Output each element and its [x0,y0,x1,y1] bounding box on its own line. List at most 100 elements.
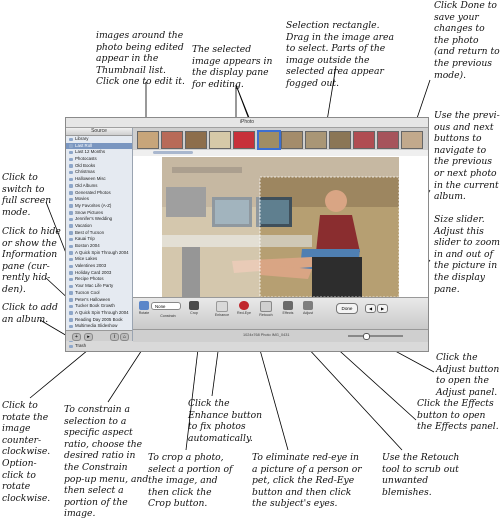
size-slider[interactable] [348,333,403,340]
thumbnail[interactable] [401,131,423,149]
sidebar-item-label: Snow Pictures [75,209,104,215]
sidebar-item-label: Your Mac Life Party [75,283,114,289]
sidebar-item-label: Vacation [75,222,92,228]
annotation-info-pane: Click to hide or show the Information pa… [2,226,61,295]
sidebar-item[interactable]: Reading Day 2005 Book [66,317,132,324]
display-pane[interactable] [133,156,428,297]
thumbnail-selected[interactable] [257,130,281,150]
annotation-prev-next: Use the previ-ous and next buttons to na… [434,110,500,203]
album-icon [69,237,73,242]
full-screen-button[interactable]: ⌂ [120,333,129,341]
thumbnail[interactable] [137,131,159,149]
crop-button[interactable]: Crop [183,301,205,315]
album-icon [69,144,73,148]
sidebar-item-label: Tucker Book Growth [75,303,115,309]
size-slider-thumb[interactable] [363,333,370,340]
sidebar-item[interactable]: Valentines 2003 [66,263,132,270]
sidebar-item[interactable]: Snow Pictures [66,210,132,217]
window-title: iPhoto [239,119,255,125]
sidebar-item-label: Trash [75,343,87,349]
thumbnail[interactable] [161,131,183,149]
annotation-full-screen: Click to switch to full screen mode. [2,172,52,218]
constrain-label: Constrain [160,314,176,318]
sidebar-item[interactable]: Kauai Trip [66,236,132,243]
album-icon [69,344,73,349]
rotate-button[interactable]: Rotate [133,301,155,315]
sidebar-item-label: Last Roll [75,142,93,148]
annotation-done-button: Click Done to save your changes to the p… [434,0,500,81]
sidebar-item[interactable]: Old Books [66,163,132,170]
album-icon [69,251,73,255]
sidebar-item[interactable]: Boston 2004 [66,243,132,250]
annotation-effects: Click the Effects button to open the Eff… [417,398,499,433]
status-bar: 1024x768 Photo IMG_0431 [133,329,428,342]
sidebar-item[interactable]: A Quick Spin Through 2004 [66,310,132,317]
sidebar-item-label: Peter's Halloween [75,296,111,302]
sidebar-item[interactable]: Multimedia Slideshow [66,323,132,330]
next-photo-button[interactable]: ▶ [377,304,388,313]
sidebar-item[interactable]: My Favorites (A-Z) [66,203,132,210]
sidebar-item-label: Tucson Cool [75,289,100,295]
sidebar-item[interactable]: Tucker Book Growth [66,303,132,310]
sidebar-item[interactable]: Jennifer's Wedding [66,216,132,223]
sidebar-item[interactable]: Last 12 Months [66,149,132,156]
thumbnail[interactable] [209,131,231,149]
effects-button[interactable]: Effects [277,301,299,315]
sidebar-item[interactable]: Vacation [66,223,132,230]
thumbnail[interactable] [233,131,255,149]
album-icon [69,164,73,168]
album-icon [69,231,73,235]
sidebar-item[interactable]: Trash [66,343,132,350]
previous-photo-button[interactable]: ◀ [365,304,376,313]
album-icon [69,318,73,322]
enhance-button[interactable]: Enhance [211,301,233,317]
sidebar-item[interactable]: Generated Photos [66,190,132,197]
thumbnail[interactable] [305,131,327,149]
selection-fog [162,157,399,297]
sidebar-item[interactable]: Best of Tucson [66,230,132,237]
thumbnail[interactable] [329,131,351,149]
sidebar-item[interactable]: Peter's Halloween [66,297,132,304]
sidebar-item[interactable]: Library [66,136,132,143]
album-icon [69,244,73,248]
done-button[interactable]: Done [336,303,358,314]
photo-being-edited[interactable] [162,157,399,297]
rotate-label: Rotate [138,311,150,315]
sidebar-item[interactable]: Mice Lakes [66,256,132,263]
selection-rectangle[interactable] [162,157,399,297]
annotation-selected-image: The selected image appears in the displa… [192,44,273,90]
sidebar-item[interactable]: Christmas [66,169,132,176]
add-album-button[interactable]: + [72,333,81,341]
retouch-button[interactable]: Retouch [255,301,277,317]
redeye-button[interactable]: Red-Eye [233,301,255,315]
sidebar-item[interactable]: A Quick Spin Through 2004 [66,250,132,257]
sidebar-item[interactable]: Movies [66,196,132,203]
scroll-knob[interactable] [153,151,193,154]
album-icon [69,291,73,295]
constrain-popup[interactable]: None [151,302,181,310]
sidebar-item-label: Mice Lakes [75,256,98,262]
thumbnail[interactable] [353,131,375,149]
sidebar-item-label: Multimedia Slideshow [75,323,118,329]
sidebar-item[interactable]: Last Roll [66,142,132,150]
sidebar-item[interactable]: Old Albums [66,183,132,190]
sidebar-item[interactable]: Tucson Cool [66,290,132,297]
sidebar-item[interactable]: Holiday Card 2003 [66,270,132,277]
sidebar-item-label: Boston 2004 [75,243,100,248]
thumbnail[interactable] [377,131,399,149]
sidebar-item-label: Best of Tucson [75,229,105,235]
play-slideshow-button[interactable]: ▸ [84,333,93,341]
thumbnail[interactable] [185,131,207,149]
source-header: Source [66,128,132,136]
retouch-label: Retouch [259,313,273,317]
thumbnail[interactable] [281,131,303,149]
info-pane-button[interactable]: i [110,333,119,341]
album-icon [69,197,73,202]
sidebar-item[interactable]: Photocasts [66,156,132,163]
sidebar-item[interactable]: Halloween Misc [66,176,132,183]
annotation-selection-rectangle: Selection rectangle. Drag in the image a… [286,20,394,89]
sidebar-item[interactable]: Your Mac Life Party [66,283,132,290]
title-bar: iPhoto [66,118,428,133]
sidebar-item[interactable]: Recipe Photos [66,276,132,283]
adjust-button[interactable]: Adjust [297,301,319,315]
